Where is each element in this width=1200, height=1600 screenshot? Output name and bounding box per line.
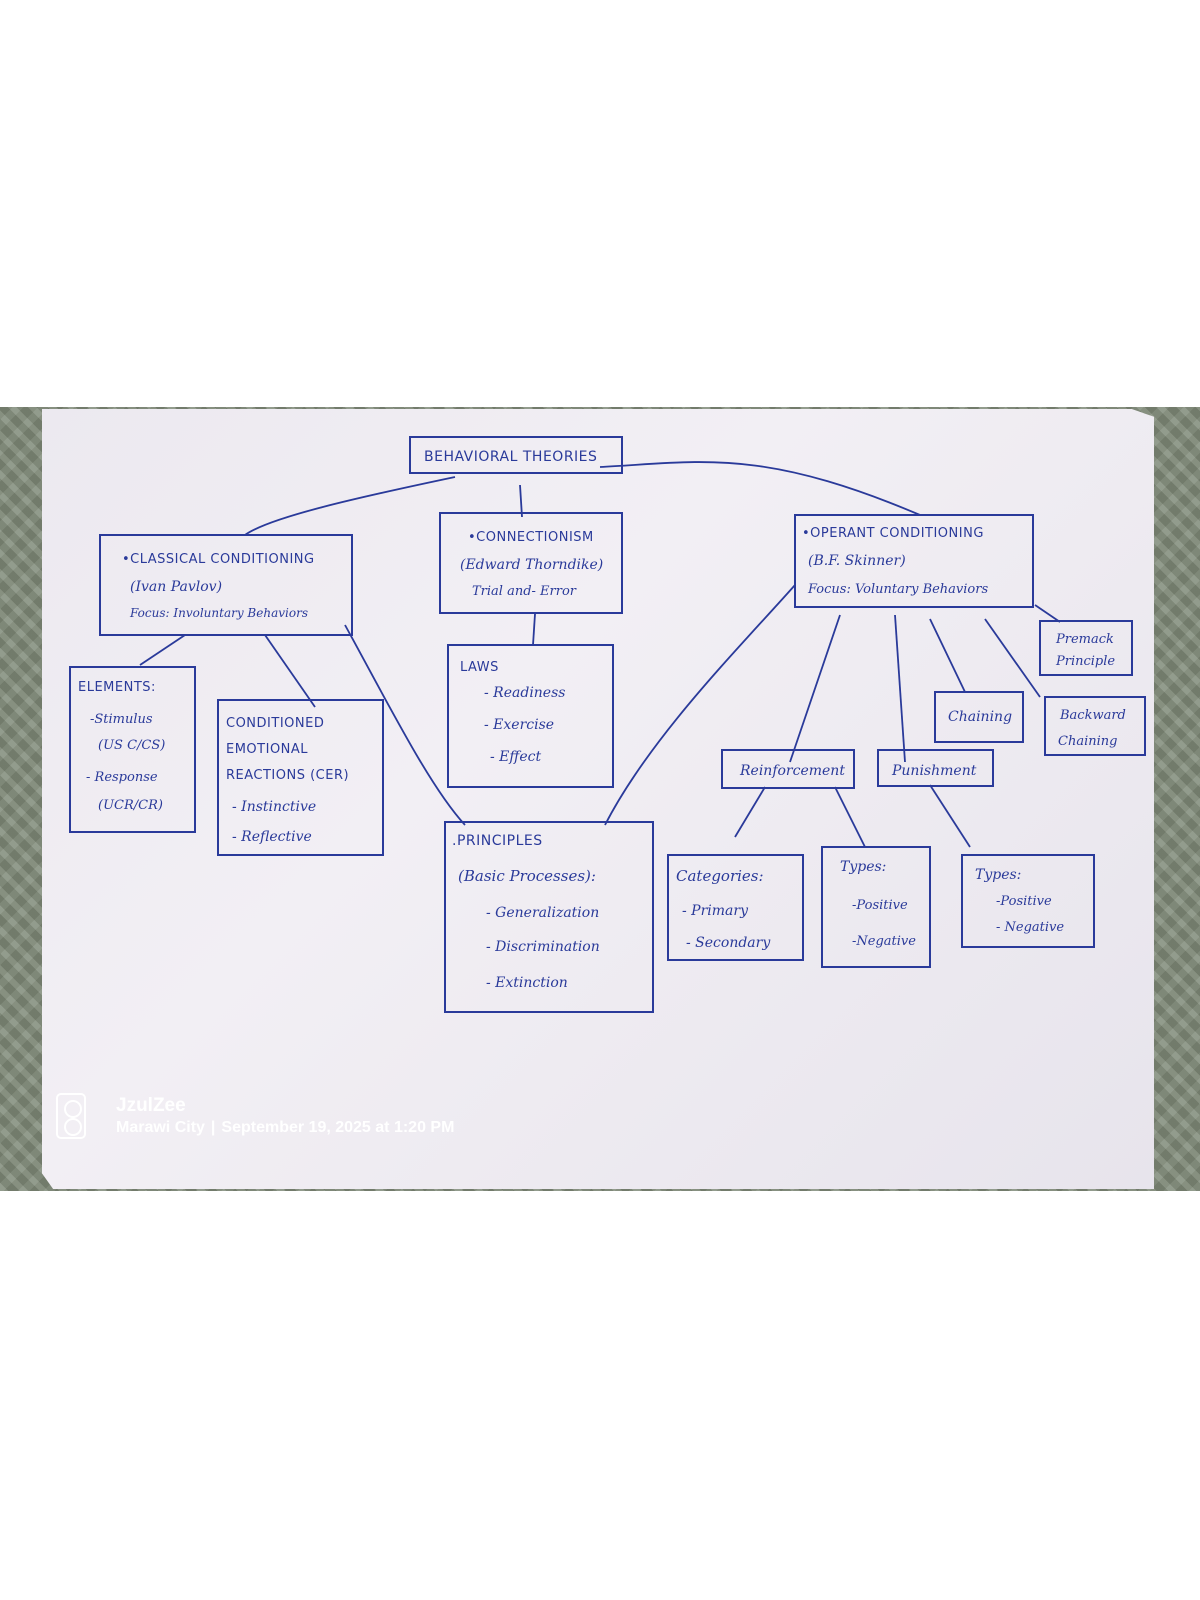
categories-title: Categories: [676,867,764,885]
camera-icon [56,1093,86,1139]
cer-item: - Reflective [232,829,312,845]
chaining-label: Chaining [948,709,1012,725]
premack-principle-node: Premack Principle [1039,620,1133,676]
connectionism-node: •CONNECTIONISM (Edward Thorndike) Trial … [439,512,623,614]
cer-line: CONDITIONED [226,716,324,731]
connectionism-sub: Trial and- Error [472,584,577,599]
laws-node: LAWS - Readiness - Exercise - Effect [447,644,614,788]
operant-conditioning-node: •OPERANT CONDITIONING (B.F. Skinner) Foc… [794,514,1034,608]
cer-line: EMOTIONAL [226,742,308,757]
reinforcement-types-node: Types: -Positive -Negative [821,846,931,968]
punishment-types-item: - Negative [996,920,1064,935]
reinforcement-label: Reinforcement [739,763,845,779]
elements-item: (US C/CS) [98,738,165,753]
punishment-node: Punishment [877,749,994,787]
elements-node: ELEMENTS: -Stimulus (US C/CS) - Response… [69,666,196,833]
backward-chaining-node: Backward Chaining [1044,696,1146,756]
classical-conditioning-node: •CLASSICAL CONDITIONING (Ivan Pavlov) Fo… [99,534,353,636]
principles-item: - Extinction [486,975,568,991]
watermark-location: Marawi City [116,1118,205,1136]
watermark-meta: Marawi City | September 19, 2025 at 1:20 P… [116,1118,454,1138]
elements-title: ELEMENTS: [78,680,156,695]
categories-node: Categories: - Primary - Secondary [667,854,804,961]
connectionism-title: •CONNECTIONISM [468,530,594,545]
watermark-datetime: September 19, 2025 at 1:20 PM [221,1118,455,1136]
backward-line: Chaining [1058,734,1117,749]
operant-author: (B.F. Skinner) [808,553,906,569]
watermark-name: JzulZee [116,1095,186,1117]
punishment-types-item: -Positive [996,894,1052,909]
classical-title: •CLASSICAL CONDITIONING [122,552,315,567]
laws-item: - Exercise [484,717,554,733]
operant-focus: Focus: Voluntary Behaviors [807,582,988,597]
root-node: BEHAVIORAL THEORIES [409,436,623,474]
principles-title: .PRINCIPLES [452,833,543,849]
principles-item: - Generalization [486,905,599,921]
cer-item: - Instinctive [232,799,316,815]
classical-author: (Ivan Pavlov) [130,579,222,595]
premack-line: Principle [1055,654,1115,669]
reinforcement-types-title: Types: [840,859,886,875]
concept-map: BEHAVIORAL THEORIES •CLASSICAL CONDITION… [69,436,1146,1013]
laws-item: - Readiness [484,685,565,701]
elements-item: - Response [86,770,158,785]
photo-watermark: JzulZee Marawi City | September 19, 2025 a… [56,1088,454,1144]
premack-line: Premack [1055,632,1114,647]
categories-item: - Primary [682,903,749,919]
punishment-label: Punishment [891,763,977,779]
elements-item: (UCR/CR) [98,798,163,813]
cer-node: CONDITIONED EMOTIONAL REACTIONS (CER) - … [217,699,384,856]
operant-title: •OPERANT CONDITIONING [802,526,984,541]
cer-line: REACTIONS (CER) [226,768,349,783]
connectors [139,461,1061,848]
laws-item: - Effect [490,749,541,765]
reinforcement-node: Reinforcement [721,749,855,789]
principles-sub: (Basic Processes): [458,867,596,885]
watermark-text: JzulZee Marawi City | September 19, 2025 a… [116,1094,454,1138]
reinforcement-types-item: -Negative [852,934,916,949]
punishment-types-title: Types: [975,867,1021,883]
principles-node: .PRINCIPLES (Basic Processes): - General… [444,821,654,1013]
photo: BEHAVIORAL THEORIES •CLASSICAL CONDITION… [0,407,1200,1191]
reinforcement-types-item: -Positive [852,898,908,913]
elements-item: -Stimulus [90,712,153,727]
principles-item: - Discrimination [486,939,600,955]
backward-line: Backward [1059,708,1126,723]
root-label: BEHAVIORAL THEORIES [424,449,597,465]
connectionism-author: (Edward Thorndike) [460,557,603,573]
classical-focus: Focus: Involuntary Behaviors [129,606,308,620]
punishment-types-node: Types: -Positive - Negative [961,854,1095,948]
categories-item: - Secondary [686,935,771,951]
chaining-node: Chaining [934,691,1024,743]
paper-sheet [42,409,1154,1189]
watermark-separator: | [210,1118,216,1136]
laws-title: LAWS [460,660,499,675]
